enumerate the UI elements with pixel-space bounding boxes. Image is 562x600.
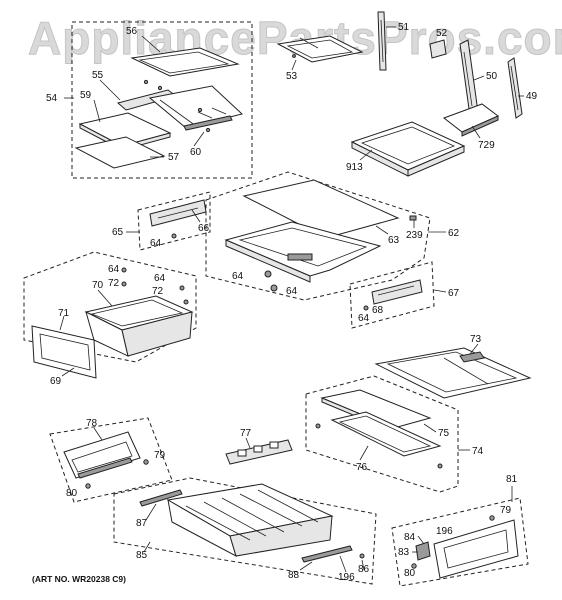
label-71: 71 bbox=[58, 308, 70, 319]
label-66: 66 bbox=[198, 223, 210, 234]
upper-shelf-53 bbox=[276, 35, 364, 63]
label-70: 70 bbox=[92, 280, 104, 291]
label-75: 75 bbox=[438, 428, 450, 439]
shelf-73 bbox=[374, 347, 532, 399]
label-80-a: 80 bbox=[66, 488, 78, 499]
label-60: 60 bbox=[190, 147, 202, 158]
label-64-a: 64 bbox=[150, 238, 162, 249]
label-62: 62 bbox=[448, 228, 460, 239]
label-63: 63 bbox=[388, 235, 400, 246]
label-59: 59 bbox=[80, 90, 92, 101]
support-729 bbox=[442, 103, 499, 137]
label-49: 49 bbox=[526, 91, 538, 102]
label-50: 50 bbox=[486, 71, 498, 82]
label-86: 86 bbox=[358, 564, 370, 575]
label-64-b: 64 bbox=[232, 271, 244, 282]
label-51: 51 bbox=[398, 22, 410, 33]
rail-49 bbox=[507, 57, 523, 119]
label-79-b: 79 bbox=[500, 505, 512, 516]
pan-cover-74 bbox=[305, 375, 459, 493]
art-number: (ART NO. WR20238 C9) bbox=[32, 574, 126, 584]
label-57: 57 bbox=[168, 152, 180, 163]
label-196-a: 196 bbox=[338, 572, 355, 583]
label-76: 76 bbox=[356, 462, 368, 473]
part-labels: 56 51 52 55 54 59 57 60 53 50 49 729 913… bbox=[46, 22, 538, 583]
slide-assembly-81 bbox=[391, 497, 529, 587]
label-77: 77 bbox=[240, 428, 252, 439]
label-67: 67 bbox=[448, 288, 460, 299]
label-239: 239 bbox=[406, 230, 423, 241]
crisper-cover-62 bbox=[205, 171, 431, 301]
label-84: 84 bbox=[404, 532, 416, 543]
freezer-basket-85 bbox=[113, 477, 377, 585]
label-80-b: 80 bbox=[404, 568, 416, 579]
crisper-rail-67 bbox=[349, 261, 435, 329]
label-65: 65 bbox=[112, 227, 124, 238]
crisper-rail-65 bbox=[137, 191, 211, 251]
label-69: 69 bbox=[50, 376, 62, 387]
label-83: 83 bbox=[398, 547, 410, 558]
label-55: 55 bbox=[92, 70, 104, 81]
label-52: 52 bbox=[436, 28, 448, 39]
label-56: 56 bbox=[126, 26, 138, 37]
label-88: 88 bbox=[288, 570, 300, 581]
label-64-e: 64 bbox=[108, 264, 120, 275]
label-913: 913 bbox=[346, 162, 363, 173]
crisper-drawer-group bbox=[23, 251, 197, 379]
label-72-b: 72 bbox=[152, 286, 164, 297]
label-729: 729 bbox=[478, 140, 495, 151]
shelf-frame-913 bbox=[350, 121, 466, 177]
label-68: 68 bbox=[372, 305, 384, 316]
label-79-a: 79 bbox=[154, 450, 166, 461]
bracket-77 bbox=[225, 439, 293, 465]
label-72-a: 72 bbox=[108, 278, 120, 289]
clip-52 bbox=[429, 39, 447, 59]
label-64-c: 64 bbox=[286, 286, 298, 297]
label-64-d: 64 bbox=[358, 313, 370, 324]
leader-lines bbox=[59, 26, 524, 573]
bracket-51 bbox=[377, 11, 387, 71]
shelf-assembly-54 bbox=[71, 21, 253, 179]
label-54: 54 bbox=[46, 93, 58, 104]
label-64-f: 64 bbox=[154, 273, 166, 284]
label-87: 87 bbox=[136, 518, 148, 529]
side-rail-78 bbox=[49, 417, 173, 503]
watermark-text: AppliancePartsPros.com bbox=[28, 12, 562, 64]
label-53: 53 bbox=[286, 71, 298, 82]
label-85: 85 bbox=[136, 550, 148, 561]
label-73: 73 bbox=[470, 334, 482, 345]
label-78: 78 bbox=[86, 418, 98, 429]
label-196-b: 196 bbox=[436, 526, 453, 537]
label-81: 81 bbox=[506, 474, 518, 485]
label-74: 74 bbox=[472, 446, 484, 457]
